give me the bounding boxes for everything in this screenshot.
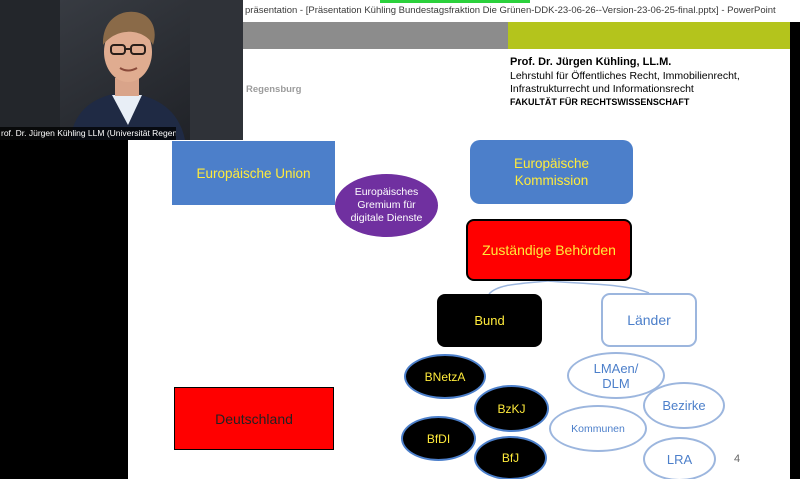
university-logo-text: Regensburg xyxy=(246,84,302,95)
node-digital-services-board: Europäisches Gremium für digitale Dienst… xyxy=(335,174,438,237)
window-title: präsentation - [Präsentation Kühling Bun… xyxy=(245,5,776,16)
author-name: Prof. Dr. Jürgen Kühling, LL.M. xyxy=(510,56,672,68)
node-kommunen: Kommunen xyxy=(549,405,647,452)
window-title-bar: präsentation - [Präsentation Kühling Bun… xyxy=(243,0,800,22)
chair-line-2: Infrastrukturrecht und Informationsrecht xyxy=(510,83,694,95)
node-european-commission: Europäische Kommission xyxy=(470,140,633,204)
node-bzkj-label: BzKJ xyxy=(497,401,526,416)
node-lra: LRA xyxy=(643,437,716,479)
node-laender-label: Länder xyxy=(627,312,671,328)
node-bfdi-label: BfDI xyxy=(426,431,451,446)
node-lra-label: LRA xyxy=(666,451,693,467)
presentation-slide: Regensburg Prof. Dr. Jürgen Kühling, LL.… xyxy=(128,22,790,479)
node-bnetza-label: BNetzA xyxy=(424,369,466,384)
node-laender: Länder xyxy=(601,293,697,347)
node-european-commission-label: Europäische Kommission xyxy=(513,156,590,188)
participant-video-feed xyxy=(0,0,243,140)
node-european-union-label: Europäische Union xyxy=(196,165,311,181)
node-bnetza: BNetzA xyxy=(404,354,486,399)
chair-line-1: Lehrstuhl für Öffentliches Recht, Immobi… xyxy=(510,70,740,82)
participant-name-label: rof. Dr. Jürgen Kühling LLM (Universität… xyxy=(0,127,176,140)
node-bund: Bund xyxy=(437,294,542,347)
faculty-label: FAKULTÄT FÜR RECHTSWISSENSCHAFT xyxy=(510,97,690,107)
slide-page-number: 4 xyxy=(734,453,741,465)
node-bzkj: BzKJ xyxy=(474,385,549,432)
node-bfj: BfJ xyxy=(474,436,547,479)
node-competent-authorities-label: Zuständige Behörden xyxy=(482,242,616,258)
node-lmaen-dlm: LMAen/ DLM xyxy=(567,352,665,399)
node-bezirke: Bezirke xyxy=(643,382,725,429)
header-band-lime xyxy=(508,22,790,49)
node-deutschland: Deutschland xyxy=(174,387,334,450)
node-digital-services-board-label: Europäisches Gremium für digitale Dienst… xyxy=(350,186,423,224)
screen-share-indicator xyxy=(380,0,530,3)
node-bezirke-label: Bezirke xyxy=(662,398,706,413)
node-bfj-label: BfJ xyxy=(501,451,520,465)
node-kommunen-label: Kommunen xyxy=(571,422,625,435)
participant-video-tile[interactable]: rof. Dr. Jürgen Kühling LLM (Universität… xyxy=(0,0,243,140)
node-deutschland-label: Deutschland xyxy=(215,410,293,427)
node-lmaen-dlm-label: LMAen/ DLM xyxy=(593,360,639,391)
node-competent-authorities: Zuständige Behörden xyxy=(466,219,632,281)
node-bfdi: BfDI xyxy=(401,416,476,461)
node-european-union: Europäische Union xyxy=(172,141,335,205)
node-bund-label: Bund xyxy=(474,313,505,328)
